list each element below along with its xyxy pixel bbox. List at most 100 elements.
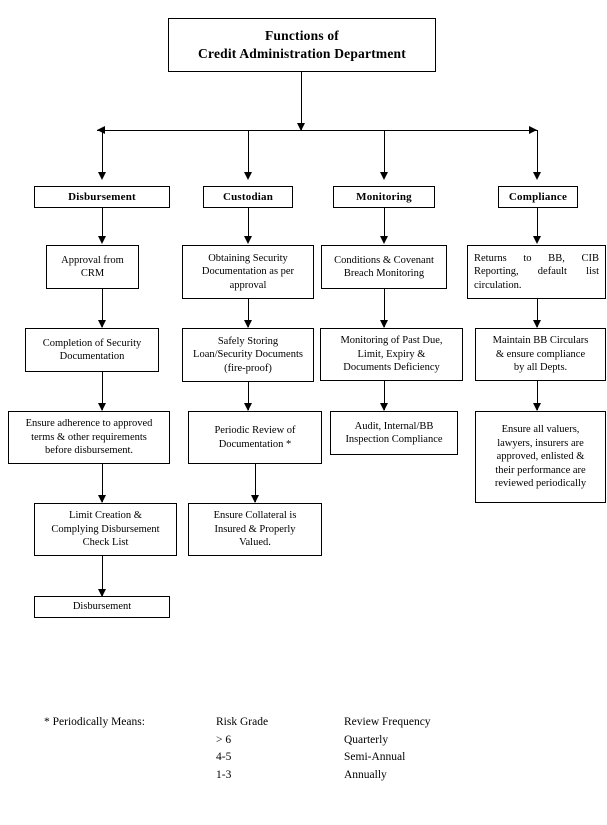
footnote-frequency-0: Quarterly: [344, 733, 389, 746]
step-box-monitoring-2[interactable]: Audit, Internal/BB Inspection Compliance: [330, 411, 458, 455]
connector-cust-head-to-0: [248, 208, 249, 241]
connector-arrow-cust-1-to-2-icon: [243, 403, 252, 411]
drop-line-monitoring: [384, 130, 385, 178]
title-stem-line: [301, 72, 302, 130]
connector-cust-2-to-3: [255, 464, 256, 502]
connector-disb-2-to-3: [102, 464, 103, 502]
step-box-monitoring-1[interactable]: Monitoring of Past Due, Limit, Expiry & …: [320, 328, 463, 381]
footnote-row: 4-5 Semi-Annual: [44, 749, 524, 767]
connector-arrow-comp-1-to-2-icon: [532, 403, 541, 411]
title-stem-arrow-icon: [296, 123, 305, 131]
footnote-grade-2: 1-3: [216, 768, 232, 781]
connector-mon-0-to-1: [384, 289, 385, 327]
step-box-compliance-2-label: Ensure all valuers, lawyers, insurers ar…: [494, 424, 587, 490]
connector-disb-head-to-0: [102, 208, 103, 241]
footnote-col-header-grade: Risk Grade: [216, 716, 269, 728]
footnote-legend: * Periodically Means: Risk Grade Review …: [44, 714, 564, 784]
connector-arrow-disb-0-to-1-icon: [97, 320, 106, 328]
step-box-custodian-2-label: Periodic Review of Documentation *: [214, 425, 296, 450]
step-box-custodian-3[interactable]: Ensure Collateral is Insured & Properly …: [188, 503, 322, 556]
column-header-compliance[interactable]: Compliance: [498, 186, 578, 208]
footnote-row: > 6 Quarterly: [44, 732, 524, 750]
drop-arrow-custodian-icon: [243, 172, 252, 180]
connector-arrow-mon-1-to-2-icon: [379, 403, 388, 411]
connector-arrow-mon-0-to-1-icon: [379, 320, 388, 328]
connector-cust-0-to-1: [248, 299, 249, 327]
footnote-label: * Periodically Means:: [44, 716, 145, 728]
footnote-frequency-2: Annually: [344, 768, 387, 781]
connector-mon-head-to-0: [384, 208, 385, 241]
connector-arrow-disb-1-to-2-icon: [97, 403, 106, 411]
footnote-table: * Periodically Means: Risk Grade Review …: [44, 714, 524, 784]
drop-arrow-disbursement-icon: [97, 172, 106, 180]
step-box-monitoring-0-label: Conditions & Covenant Breach Monitoring: [334, 254, 434, 280]
step-box-disbursement-1[interactable]: Completion of Security Documentation: [25, 328, 159, 372]
connector-arrow-disb-2-to-3-icon: [97, 495, 106, 503]
step-box-custodian-3-label: Ensure Collateral is Insured & Properly …: [213, 510, 297, 549]
step-box-custodian-1[interactable]: Safely Storing Loan/Security Documents (…: [182, 328, 314, 382]
step-box-compliance-1[interactable]: Maintain BB Circulars & ensure complianc…: [475, 328, 606, 381]
footnote-grade-0: > 6: [216, 733, 232, 746]
footnote-col-header-frequency: Review Frequency: [344, 716, 431, 728]
connector-comp-1-to-2: [537, 381, 538, 410]
column-header-disbursement[interactable]: Disbursement: [34, 186, 170, 208]
column-header-compliance-label: Compliance: [508, 190, 568, 203]
step-box-monitoring-1-label: Monitoring of Past Due, Limit, Expiry & …: [340, 335, 443, 374]
connector-disb-3-to-4: [102, 556, 103, 596]
connector-arrow-comp-head-to-0-icon: [532, 236, 541, 244]
connector-comp-0-to-1: [537, 299, 538, 327]
drop-line-compliance: [537, 130, 538, 178]
step-box-disbursement-4[interactable]: Disbursement: [34, 596, 170, 618]
connector-arrow-cust-2-to-3-icon: [250, 495, 259, 503]
connector-arrow-mon-head-to-0-icon: [379, 236, 388, 244]
column-header-monitoring-label: Monitoring: [356, 190, 412, 203]
connector-comp-head-to-0: [537, 208, 538, 241]
footnote-row: 1-3 Annually: [44, 767, 524, 785]
step-box-compliance-2[interactable]: Ensure all valuers, lawyers, insurers ar…: [475, 411, 606, 503]
footnote-spacer: [44, 749, 216, 767]
step-box-monitoring-0[interactable]: Conditions & Covenant Breach Monitoring: [321, 245, 447, 289]
footnote-header-row: * Periodically Means: Risk Grade Review …: [44, 714, 524, 732]
step-box-compliance-1-label: Maintain BB Circulars & ensure complianc…: [492, 335, 589, 374]
title-line-1: Functions of: [264, 28, 340, 43]
connector-arrow-disb-3-to-4-icon: [97, 589, 106, 597]
distribution-bar-right-arrow-icon: [529, 126, 537, 134]
connector-arrow-comp-0-to-1-icon: [532, 320, 541, 328]
drop-line-custodian: [248, 130, 249, 178]
connector-disb-0-to-1: [102, 289, 103, 327]
distribution-bar: [97, 130, 537, 131]
step-box-disbursement-2-label: Ensure adherence to approved terms & oth…: [25, 418, 153, 457]
title-box: Functions of Credit Administration Depar…: [168, 18, 436, 72]
column-header-disbursement-label: Disbursement: [68, 190, 136, 203]
step-box-compliance-0[interactable]: Returns to BB, CIB Reporting, default li…: [467, 245, 606, 299]
connector-arrow-cust-head-to-0-icon: [243, 236, 252, 244]
step-box-compliance-0-label: Returns to BB, CIB Reporting, default li…: [474, 252, 599, 291]
footnote-spacer: [44, 767, 216, 785]
step-box-custodian-0-label: Obtaining Security Documentation as per …: [201, 252, 295, 291]
step-box-disbursement-3[interactable]: Limit Creation & Complying Disbursement …: [34, 503, 177, 556]
connector-mon-1-to-2: [384, 381, 385, 410]
step-box-disbursement-2[interactable]: Ensure adherence to approved terms & oth…: [8, 411, 170, 464]
footnote-grade-1: 4-5: [216, 751, 232, 763]
step-box-custodian-2[interactable]: Periodic Review of Documentation *: [188, 411, 322, 464]
step-box-custodian-1-label: Safely Storing Loan/Security Documents (…: [193, 335, 303, 374]
drop-arrow-compliance-icon: [532, 172, 541, 180]
step-box-monitoring-2-label: Audit, Internal/BB Inspection Compliance: [345, 420, 443, 446]
step-box-disbursement-0[interactable]: Approval from CRM: [46, 245, 139, 289]
step-box-disbursement-4-label: Disbursement: [72, 601, 132, 613]
drop-arrow-monitoring-icon: [379, 172, 388, 180]
connector-cust-1-to-2: [248, 382, 249, 410]
connector-disb-1-to-2: [102, 372, 103, 410]
step-box-disbursement-0-label: Approval from CRM: [61, 254, 124, 280]
column-header-custodian[interactable]: Custodian: [203, 186, 293, 208]
drop-line-disbursement: [102, 130, 103, 178]
step-box-custodian-0[interactable]: Obtaining Security Documentation as per …: [182, 245, 314, 299]
step-box-disbursement-3-label: Limit Creation & Complying Disbursement …: [51, 510, 160, 549]
step-box-disbursement-1-label: Completion of Security Documentation: [42, 337, 142, 363]
connector-arrow-disb-head-to-0-icon: [97, 236, 106, 244]
title-line-2: Credit Administration Department: [198, 46, 406, 61]
column-header-monitoring[interactable]: Monitoring: [333, 186, 435, 208]
distribution-bar-left-arrow-icon: [97, 126, 105, 134]
column-header-custodian-label: Custodian: [222, 190, 274, 203]
